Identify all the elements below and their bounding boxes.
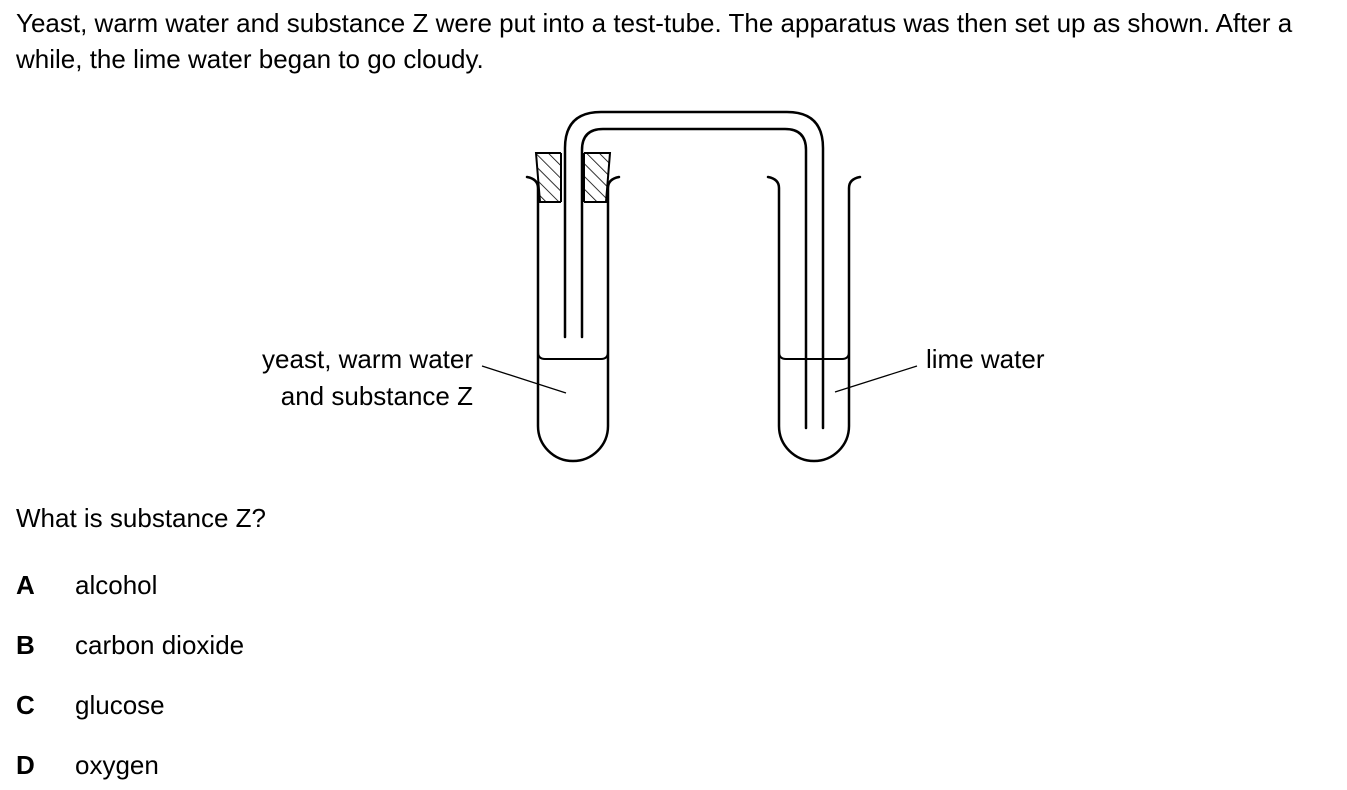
option-a-text: alcohol bbox=[75, 570, 158, 600]
option-b[interactable]: B carbon dioxide bbox=[16, 627, 244, 663]
option-d-letter: D bbox=[16, 750, 35, 780]
right-test-tube bbox=[766, 175, 862, 463]
right-liquid-surface bbox=[778, 351, 850, 360]
delivery-tube bbox=[563, 110, 825, 430]
left-test-tube bbox=[525, 175, 621, 463]
option-a-letter: A bbox=[16, 570, 35, 600]
left-liquid-surface bbox=[537, 351, 609, 360]
question-intro: Yeast, warm water and substance Z were p… bbox=[16, 8, 1293, 74]
right-leader-line bbox=[834, 365, 918, 393]
left-label-line2: and substance Z bbox=[281, 381, 473, 411]
right-label: lime water bbox=[926, 344, 1045, 374]
option-d-text: oxygen bbox=[75, 750, 159, 780]
option-c-letter: C bbox=[16, 690, 35, 720]
left-leader-line bbox=[481, 365, 567, 394]
option-b-text: carbon dioxide bbox=[75, 630, 245, 660]
option-b-letter: B bbox=[16, 630, 35, 660]
option-a[interactable]: A alcohol bbox=[16, 567, 157, 603]
left-label-line1: yeast, warm water bbox=[262, 344, 473, 374]
option-d[interactable]: D oxygen bbox=[16, 747, 159, 783]
option-c-text: glucose bbox=[75, 690, 165, 720]
stopper bbox=[534, 150, 612, 204]
question-prompt: What is substance Z? bbox=[16, 503, 266, 533]
option-c[interactable]: C glucose bbox=[16, 687, 165, 723]
